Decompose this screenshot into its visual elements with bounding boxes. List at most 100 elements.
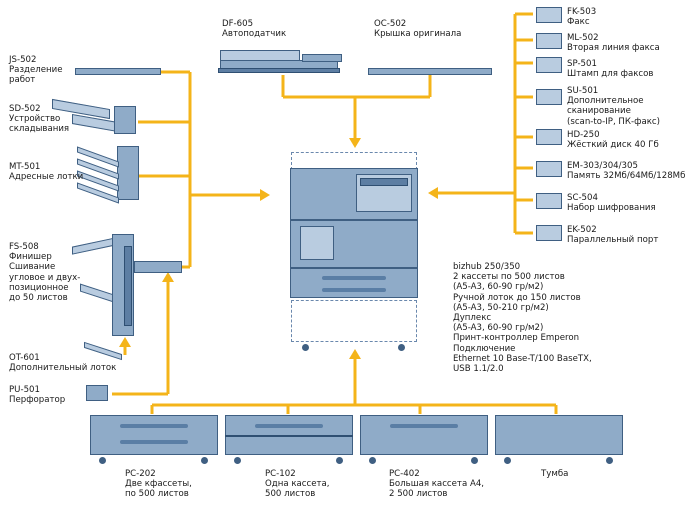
label-pc-202: PC-202 Две кфассеты, по 500 листов [125,469,192,500]
label-desc-line: Две кфассеты, [125,479,192,490]
main-line: (A5-A3, 50-210 гр/м2) [453,302,549,313]
main-line: Подключение [453,343,516,354]
main-device-wheel-right [398,344,405,351]
label-fs-508: FS-508 Финишер Сшивание угловое и двух- … [9,242,80,303]
su-501-icon [536,89,562,105]
main-line: 2 кассеты по 500 листов [453,272,565,283]
label-desc-line: Дополнительный лоток [9,363,117,374]
df-605-autofeeder-image [218,46,342,76]
main-device-wheel-left [302,344,309,351]
label-code: OT-601 [9,353,40,363]
label-js-502: JS-502 Разделение работ [9,55,63,86]
label-desc-line: Факс [567,17,590,28]
label-desc-line: Тумба [541,469,569,479]
label-desc-line: Жёсткий диск 40 Гб [567,140,659,151]
pc-202-wheel-left [99,457,106,464]
label-desc-line: Автоподатчик [222,29,287,40]
sc-504-icon [536,193,562,209]
label-ml-502: ML-502 Вторая линия факса [567,33,660,53]
main-line: Дуплекс [453,313,492,324]
label-code: SC-504 [567,193,598,203]
label-code: JS-502 [9,55,37,65]
label-desc-line: Параллельный порт [567,235,659,246]
label-code: PU-501 [9,385,40,395]
hd-250-icon [536,129,562,145]
label-desc-line: Устройство [9,114,61,125]
label-fk-503: FK-503 Факс [567,7,596,27]
label-desc-line: позиционное [9,282,69,293]
label-hd-250: HD-250 Жёсткий диск 40 Гб [567,130,659,150]
label-desc-line: Крышка оригинала [374,29,462,40]
main-line: Принт-контроллер Emperon [453,333,580,344]
pc-402-wheel-left [369,457,376,464]
mt-501-mailbox-image [77,146,139,204]
label-desc-line: Дополнительное [567,96,644,107]
label-pc-102: PC-102 Одна кассета, 500 листов [265,469,330,500]
pc-102-wheel-left [234,457,241,464]
label-ek-502: EK-502 Параллельный порт [567,225,658,245]
label-desc-line: сканирование [567,106,631,117]
main-line: Ethernet 10 Base-T/100 BaseTX, [453,353,592,364]
connectors [112,12,558,414]
label-desc-line: Память 32Мб/64Мб/128Мб [567,171,686,182]
label-code: DF-605 [222,19,254,29]
label-sp-501: SP-501 Штамп для факсов [567,59,653,79]
label-pc-402: PC-402 Большая кассета A4, 2 500 листов [389,469,484,500]
label-desc-line: Одна кассета, [265,479,330,490]
label-code: EM-303/304/305 [567,161,638,171]
main-line: Ручной лоток до 150 листов [453,292,581,303]
label-desc-line: Адресные лотки [9,172,84,183]
label-code: PC-202 [125,469,156,479]
label-code: PC-102 [265,469,296,479]
label-desc-line: Большая кассета A4, [389,479,485,490]
label-oc-502: OC-502 Крышка оригинала [374,19,461,39]
label-code: EK-502 [567,225,597,235]
label-su-501: SU-501 Дополнительное сканирование (scan… [567,86,660,127]
label-em-303: EM-303/304/305 Память 32Мб/64Мб/128Мб [567,161,685,181]
oc-502-cover-image [368,68,492,76]
pc-402-image [360,415,488,455]
pc-202-wheel-right [201,457,208,464]
label-desc-line: Штамп для факсов [567,69,654,80]
label-code: MT-501 [9,162,41,172]
label-desc-line: (scan-to-IP, ПК-факс) [567,116,660,127]
cabinet-wheel-left [504,457,511,464]
label-desc-line: Перфоратор [9,395,66,406]
cabinet-image [495,415,623,455]
label-code: SU-501 [567,86,599,96]
label-code: FK-503 [567,7,597,17]
cabinet-wheel-right [606,457,613,464]
ml-502-icon [536,33,562,49]
label-pu-501: PU-501 Перфоратор [9,385,65,405]
label-code: PC-402 [389,469,420,479]
js-502-job-separator-image [75,68,161,76]
label-code: FS-508 [9,242,39,252]
main-device-description: bizhub 250/350 2 кассеты по 500 листов (… [453,262,592,374]
em-memory-icon [536,161,562,177]
label-mt-501: MT-501 Адресные лотки [9,162,83,182]
label-desc-line: угловое и двух- [9,272,81,283]
label-code: SD-502 [9,104,41,114]
label-desc-line: работ [9,75,36,86]
label-code: ML-502 [567,33,599,43]
label-df-605: DF-605 Автоподатчик [222,19,286,39]
label-desc-line: 500 листов [265,489,316,500]
sp-501-icon [536,57,562,73]
label-desc-line: по 500 листов [125,489,189,500]
label-desc-line: Набор шифрования [567,203,656,214]
label-code: SP-501 [567,59,597,69]
label-desc-line: Вторая линия факса [567,43,660,54]
ek-502-icon [536,225,562,241]
label-sd-502: SD-502 Устройство складывания [9,104,69,135]
label-desc-line: Сшивание [9,262,56,273]
pc-102-wheel-right [336,457,343,464]
pc-402-wheel-right [471,457,478,464]
main-line: USB 1.1/2.0 [453,364,504,375]
sd-502-folding-unit-image [52,98,138,136]
main-device-image [290,168,420,300]
label-sc-504: SC-504 Набор шифрования [567,193,656,213]
pc-202-image [90,415,218,455]
label-desc-line: Разделение [9,65,63,76]
label-desc-line: Финишер [9,252,52,263]
